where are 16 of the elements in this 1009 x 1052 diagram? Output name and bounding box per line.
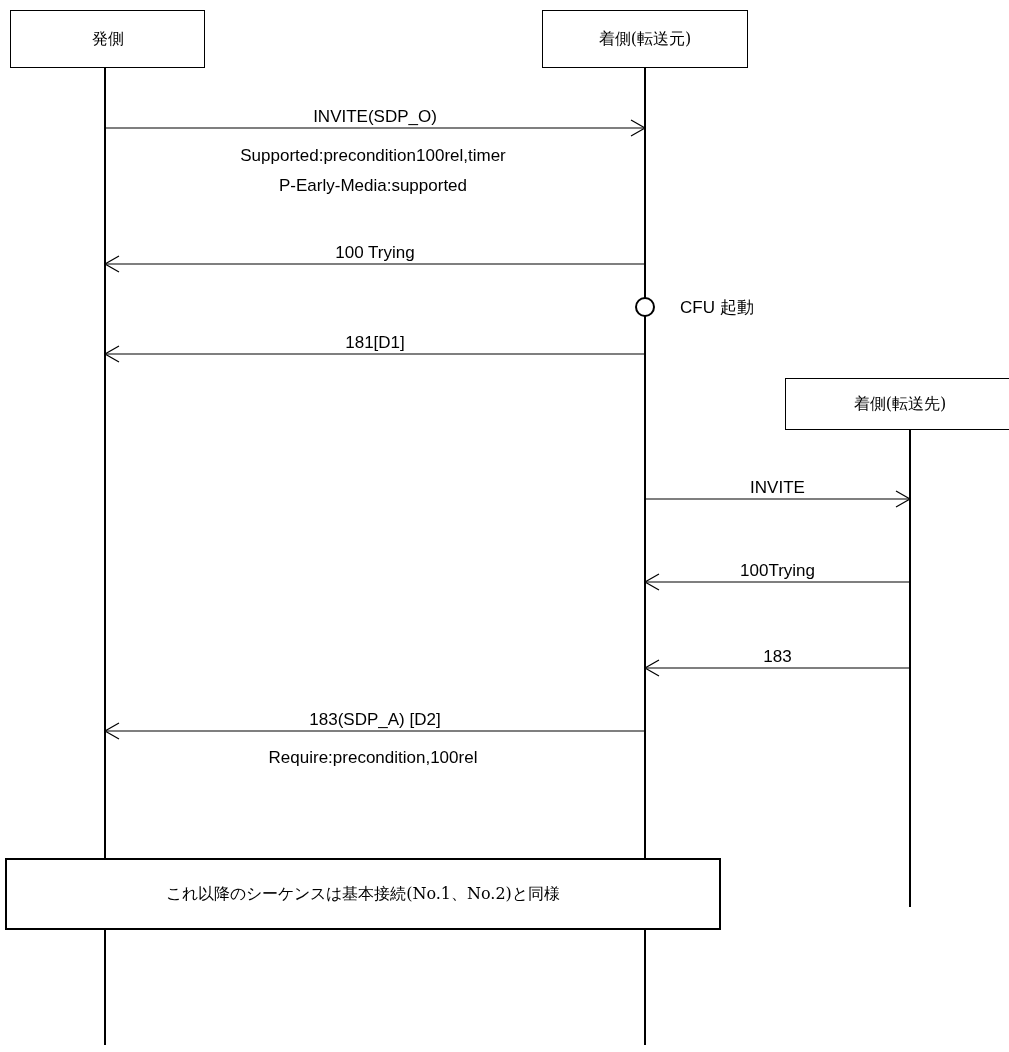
message-arrow xyxy=(104,722,646,740)
message-arrow xyxy=(644,573,911,591)
participant-name: 着側(転送先) xyxy=(853,393,947,415)
message-detail: Require:precondition,100rel xyxy=(268,748,478,766)
message-arrow xyxy=(644,659,911,677)
message-detail: P-Early-Media:supported xyxy=(279,176,467,194)
message-arrow xyxy=(644,490,911,508)
message-detail: CFU 起動 xyxy=(680,298,754,316)
participant-name: 着側(転送元) xyxy=(598,28,692,50)
message-arrow xyxy=(104,119,646,137)
message-detail: Supported:precondition100rel,timer xyxy=(240,146,506,164)
note-text: これ以降のシーケンスは基本接続(No.1、No.2)と同様 xyxy=(166,883,560,905)
participant-name: 発側 xyxy=(91,28,124,50)
message-arrow xyxy=(104,345,646,363)
message-arrow xyxy=(104,255,646,273)
note-box xyxy=(5,858,721,930)
